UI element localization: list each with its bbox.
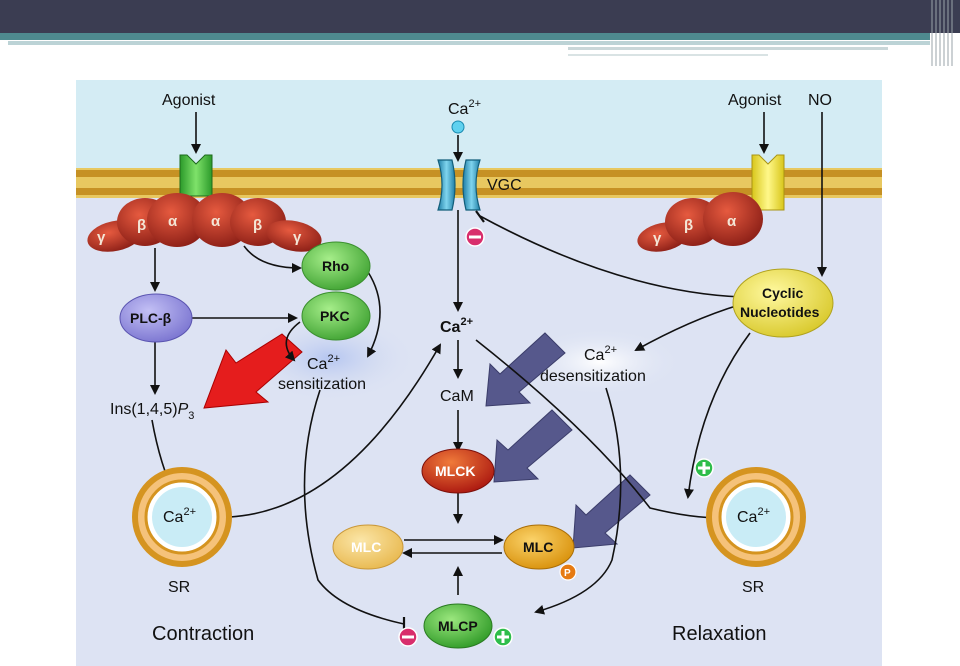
relaxation-label: Relaxation — [672, 623, 767, 645]
contraction-label: Contraction — [152, 623, 254, 645]
alpha-label-3: α — [727, 213, 737, 230]
mlck-label: MLCK — [435, 463, 475, 479]
blue-arrow-2 — [493, 409, 573, 483]
header-edge-lines — [931, 0, 953, 66]
no-label: NO — [808, 92, 832, 109]
blue-arrows — [485, 332, 651, 549]
sr-left-label: SR — [168, 579, 190, 596]
sr-right — [706, 467, 806, 567]
blue-arrow-1 — [485, 332, 566, 407]
minus-badge-vgc — [465, 227, 485, 247]
mlck-node — [421, 448, 495, 494]
cytoplasm — [76, 195, 882, 666]
ca-desensitization-top: Ca2+ — [584, 344, 617, 364]
receptor-left — [179, 154, 213, 197]
plus-badge-mlcp — [493, 627, 513, 647]
mlc-right-label: MLC — [523, 539, 553, 555]
header-bar — [0, 0, 960, 33]
pkc-label: PKC — [320, 308, 350, 324]
plus-badge-sr — [694, 458, 714, 478]
sr-right-ca: Ca2+ — [737, 506, 770, 526]
g-protein-right — [637, 192, 763, 252]
ins-p3-label: Ins(1,4,5)P3 — [110, 401, 194, 422]
vgc-channel — [437, 159, 481, 211]
mlcp-node — [423, 603, 493, 649]
desensitization-label: desensitization — [540, 368, 646, 385]
header-stripe-thin-2 — [568, 54, 768, 56]
mlc-left-label: MLC — [351, 539, 381, 555]
rho-node — [301, 241, 371, 291]
beta-label-1: β — [137, 217, 146, 234]
plc-beta-label: PLC-β — [130, 310, 172, 326]
ca-top-label: Ca2+ — [448, 98, 481, 118]
alpha-label-1: α — [168, 213, 178, 230]
agonist-left-label: Agonist — [162, 92, 216, 109]
pathway-figure: γ β α α β γ γ β α — [76, 80, 882, 666]
g-protein-left — [87, 193, 322, 252]
rho-label: Rho — [322, 258, 349, 274]
beta-label-3: β — [684, 217, 693, 234]
header-stripe-teal — [0, 33, 930, 40]
ca-center-label: Ca2+ — [440, 316, 473, 336]
vgc-label: VGC — [487, 177, 522, 194]
cyclic-label-2: Nucleotides — [740, 304, 820, 320]
phosphate-badge — [559, 563, 577, 581]
cyclic-label-1: Cyclic — [762, 285, 803, 301]
gamma-label-3: γ — [653, 230, 662, 247]
ca-ion-dot — [451, 120, 465, 134]
header-stripe-thin — [568, 47, 888, 50]
sr-right-label: SR — [742, 579, 764, 596]
plc-beta-node — [119, 293, 193, 343]
receptor-right — [751, 154, 785, 211]
sr-left — [132, 467, 232, 567]
sensitization-label: sensitization — [278, 376, 366, 393]
sr-left-ca: Ca2+ — [163, 506, 196, 526]
minus-badge-mlcp — [398, 627, 418, 647]
gamma-label-1: γ — [97, 229, 106, 246]
cyclic-nucleotides-node — [732, 268, 834, 338]
mlcp-label: MLCP — [438, 618, 478, 634]
beta-label-2: β — [253, 217, 262, 234]
agonist-right-label: Agonist — [728, 92, 782, 109]
header-stripe-light — [8, 41, 930, 45]
gamma-label-2: γ — [293, 229, 302, 246]
connector-arrows — [150, 112, 827, 631]
phosphate-label: P — [564, 568, 571, 579]
cam-label: CaM — [440, 388, 474, 405]
mlc-right-node — [503, 524, 575, 570]
sensitization-glow — [242, 314, 418, 402]
ca-sensitization-top: Ca2+ — [307, 353, 340, 373]
mlc-left-node — [332, 524, 404, 570]
alpha-label-2: α — [211, 213, 221, 230]
pkc-node — [301, 291, 371, 341]
blue-arrow-3 — [572, 474, 651, 549]
